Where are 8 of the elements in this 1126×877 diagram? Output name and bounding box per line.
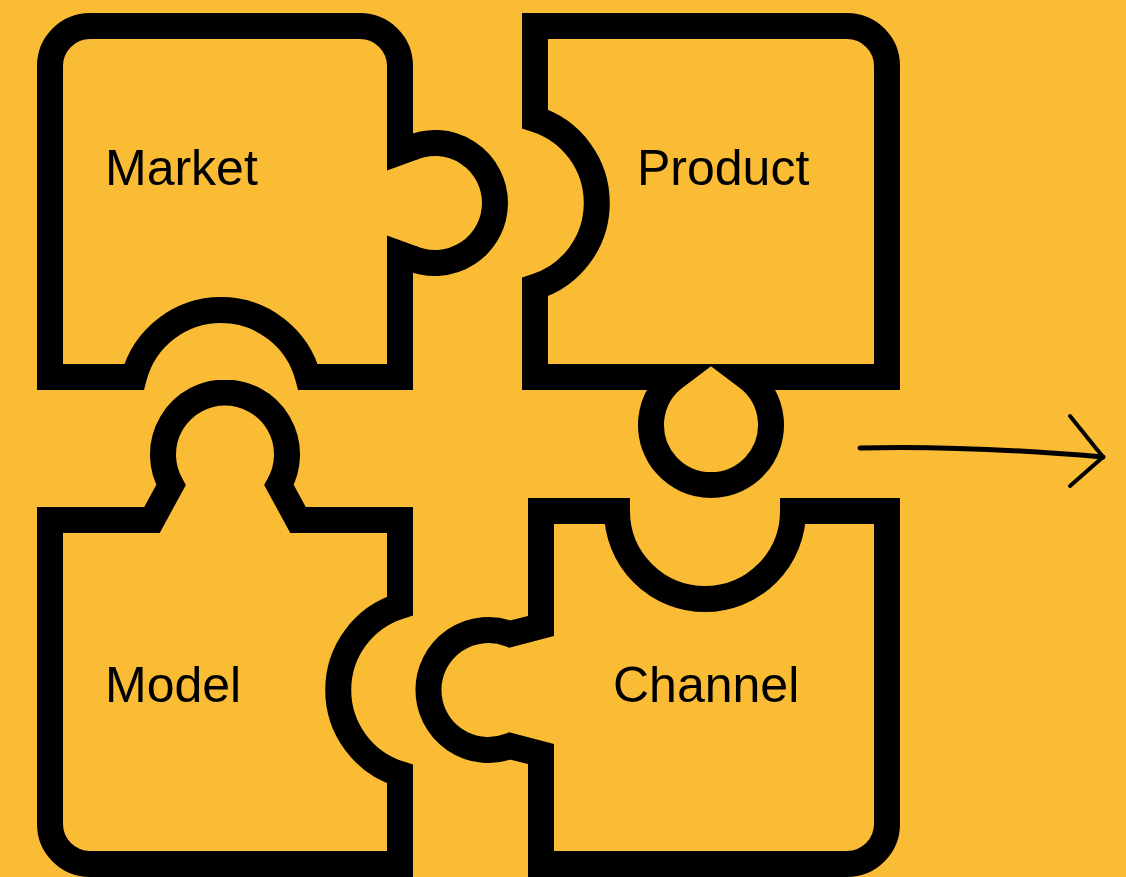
piece-label: Product <box>637 143 810 193</box>
piece-label: Channel <box>613 660 800 710</box>
piece-label: Model <box>105 660 242 710</box>
puzzle-piece <box>415 498 900 877</box>
piece-label: Market <box>105 143 258 193</box>
puzzle-piece <box>522 13 900 498</box>
puzzle-piece <box>37 13 509 390</box>
puzzle-piece <box>37 380 413 877</box>
